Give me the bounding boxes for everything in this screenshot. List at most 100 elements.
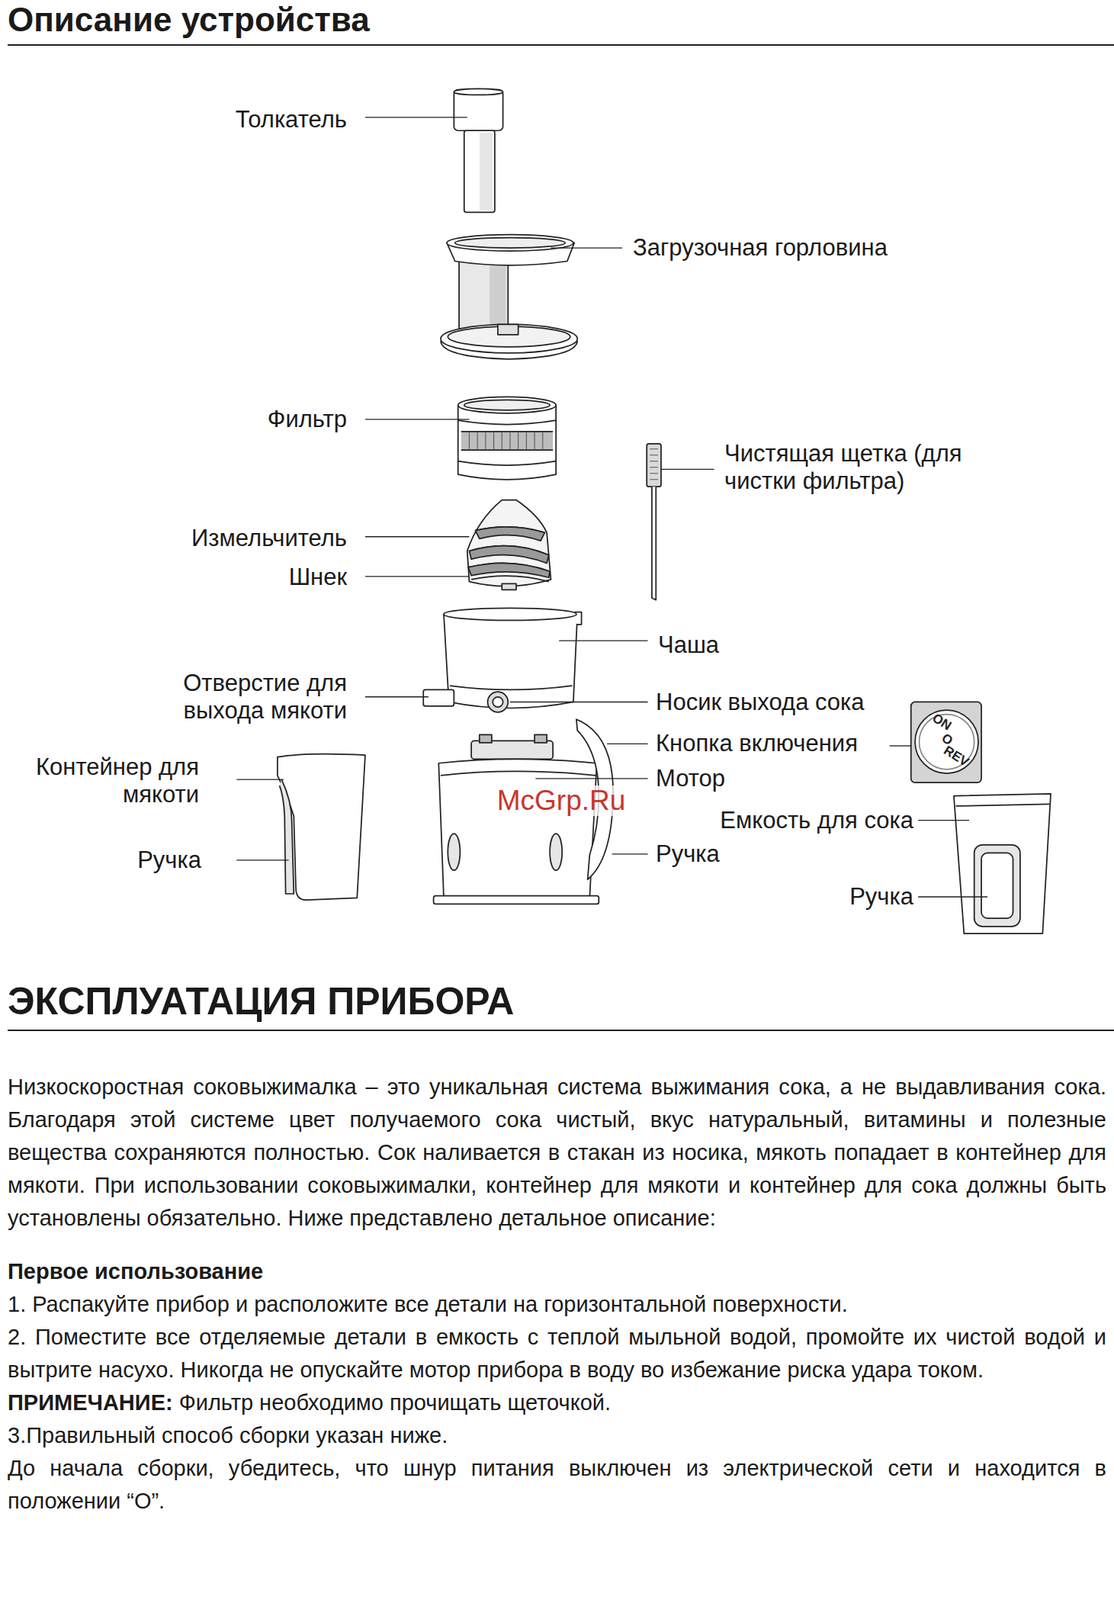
- part-label: Носик выхода сока: [655, 688, 865, 716]
- juice-cup-drawing: [953, 793, 1051, 934]
- list-item: 1. Распакуйте прибор и расположите все д…: [7, 1287, 1107, 1321]
- power-button-drawing: [914, 709, 979, 774]
- bowl-drawing: [423, 607, 582, 712]
- brush-drawing: [649, 449, 659, 480]
- part-label: Ручка: [137, 846, 202, 874]
- motor-drawing: [549, 833, 562, 871]
- part-label: Шнек: [288, 563, 347, 591]
- brush-drawing: [646, 443, 662, 487]
- part-label: Измельчитель: [191, 524, 347, 553]
- leader-line: [510, 701, 649, 703]
- brush-drawing: [651, 486, 656, 601]
- feed-chute-drawing: [459, 256, 508, 333]
- auger-drawing: [468, 526, 550, 582]
- body-paragraph: Низкоскоростная соковыжималка – это уник…: [7, 1070, 1107, 1235]
- leader-line: [236, 778, 284, 780]
- leader-line: [661, 468, 715, 470]
- pusher-drawing: [479, 132, 493, 211]
- leader-line: [365, 575, 469, 577]
- leader-line: [365, 696, 429, 697]
- feed-chute-drawing: [497, 324, 519, 334]
- motor-drawing: [479, 734, 492, 743]
- pulp-container-drawing: [277, 754, 366, 900]
- feed-chute-drawing: [440, 234, 578, 360]
- feed-chute-drawing: [455, 237, 566, 248]
- pusher-drawing: [453, 88, 503, 212]
- part-label: Кнопка включения: [655, 729, 858, 758]
- part-label: Чистящая щетка (для чистки фильтра): [724, 439, 1015, 495]
- note-label: ПРИМЕЧАНИЕ:: [7, 1390, 174, 1415]
- brush-drawing: [646, 443, 662, 601]
- motor-drawing: [447, 833, 460, 871]
- juice-cup-drawing: [953, 793, 1051, 934]
- bowl-drawing: [449, 685, 573, 690]
- section-heading: ЭКСПЛУАТАЦИЯ ПРИБОРА: [7, 978, 514, 1025]
- note-text: Фильтр необходимо прочищать щеточкой.: [179, 1390, 611, 1415]
- part-label: Загрузочная горловина: [632, 234, 888, 262]
- auger-drawing: [475, 526, 545, 541]
- pusher-drawing: [453, 88, 503, 95]
- motor-drawing: [534, 734, 547, 743]
- bowl-drawing: [443, 613, 578, 708]
- auger-drawing: [468, 545, 549, 564]
- juice-cup-drawing: [956, 803, 1050, 806]
- part-label: Чаша: [658, 631, 720, 659]
- filter-drawing: [461, 431, 553, 450]
- leader-line: [365, 536, 469, 537]
- subheading: Первое использование: [7, 1255, 1107, 1288]
- motor-drawing: [471, 740, 553, 759]
- leader-line: [236, 859, 289, 861]
- leader-line: [365, 116, 468, 118]
- leader-line: [889, 744, 912, 746]
- pusher-drawing: [464, 130, 495, 212]
- power-button-drawing: [911, 701, 982, 783]
- leader-line: [918, 819, 970, 821]
- filter-drawing: [468, 431, 543, 450]
- auger-drawing: [467, 500, 552, 587]
- pulp-container-drawing: [277, 754, 366, 900]
- bowl-drawing: [443, 607, 577, 620]
- body-paragraph: До начала сборки, убедитесь, что шнур пи…: [7, 1451, 1107, 1518]
- feed-chute-drawing: [489, 259, 506, 331]
- juice-cup-drawing: [981, 852, 1013, 919]
- feed-chute-drawing: [446, 234, 574, 251]
- filter-drawing: [458, 420, 556, 466]
- motor-drawing: [440, 770, 596, 775]
- list-item: 2. Поместите все отделяемые детали в емк…: [7, 1320, 1107, 1387]
- juice-cup-drawing: [974, 844, 1021, 927]
- motor-drawing: [438, 758, 597, 898]
- page-title: Описание устройства: [7, 0, 370, 40]
- filter-drawing: [458, 404, 556, 480]
- part-label: Толкатель: [235, 105, 347, 134]
- part-label: Контейнер для мякоти: [35, 753, 200, 809]
- filter-drawing: [458, 396, 556, 413]
- auger-drawing: [467, 500, 552, 591]
- leader-line: [918, 895, 988, 897]
- part-label: Отверстие для выхода мякоти: [141, 669, 347, 725]
- text-section: Низкоскоростная соковыжималка – это уник…: [7, 1070, 1107, 1518]
- list-item: 3.Правильный способ сборки указан ниже.: [7, 1418, 1107, 1452]
- filter-drawing: [458, 396, 556, 479]
- leader-line: [365, 418, 469, 420]
- rule-line: [7, 44, 1114, 46]
- filter-drawing: [464, 399, 550, 410]
- leader-line: [606, 743, 649, 745]
- illustration: [236, 88, 1051, 934]
- motor-drawing: [433, 895, 600, 905]
- leader-line: [535, 777, 648, 779]
- bowl-drawing: [487, 691, 509, 713]
- pusher-drawing: [453, 89, 503, 132]
- leader-line: [612, 853, 649, 854]
- part-label: Ручка: [655, 840, 720, 868]
- pulp-container-drawing: [279, 779, 295, 894]
- auger-drawing: [501, 583, 517, 590]
- part-label: Мотор: [655, 764, 726, 793]
- bowl-drawing: [492, 696, 503, 707]
- rule-line: [7, 1029, 1114, 1031]
- filter-drawing: [461, 431, 553, 450]
- watermark: McGrp.Ru: [497, 785, 627, 816]
- part-label: Ручка: [849, 882, 914, 911]
- part-label: Фильтр: [267, 405, 347, 434]
- auger-drawing: [468, 562, 550, 578]
